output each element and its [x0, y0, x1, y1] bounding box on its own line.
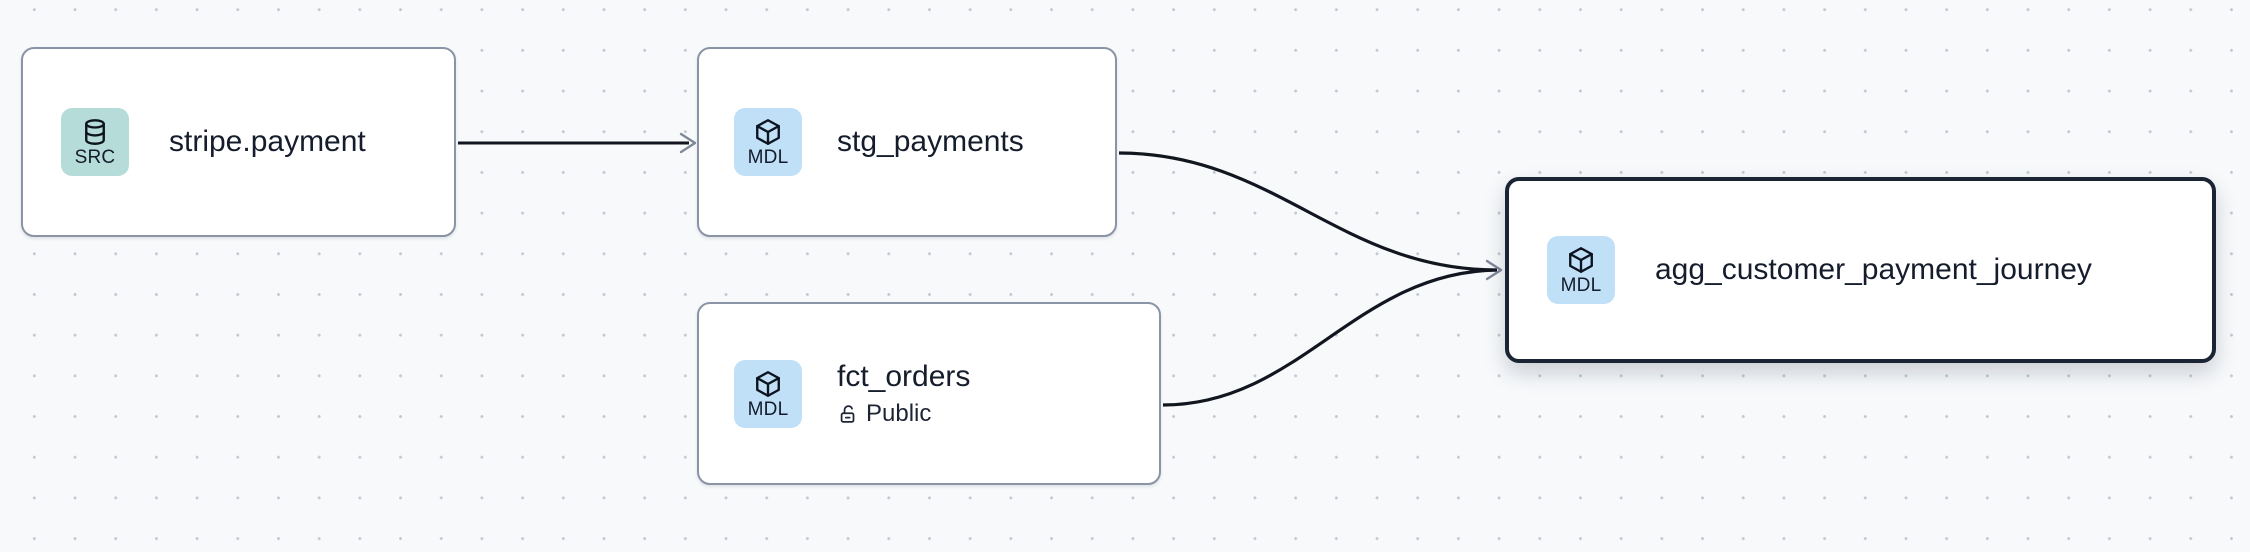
unlock-icon	[837, 403, 859, 425]
edge-stg-to-agg	[1118, 151, 1498, 272]
edge-arrowhead-agg	[1485, 259, 1503, 281]
lineage-node-agg-customer-payment-journey[interactable]: MDL agg_customer_payment_journey	[1505, 177, 2216, 363]
lineage-node-stripe-payment[interactable]: SRC stripe.payment	[21, 47, 456, 237]
node-title: fct_orders	[837, 360, 971, 393]
edge-stripe-to-stg	[458, 132, 697, 154]
node-badge-label: SRC	[74, 147, 116, 168]
node-badge-label: MDL	[1560, 275, 1602, 296]
node-title: stg_payments	[837, 125, 1024, 158]
node-title: agg_customer_payment_journey	[1655, 253, 2092, 286]
cube-icon	[753, 117, 783, 147]
cube-icon	[1566, 245, 1596, 275]
node-title: stripe.payment	[169, 125, 366, 158]
lineage-node-fct-orders[interactable]: MDL fct_orders Public	[697, 302, 1161, 485]
node-badge-mdl: MDL	[734, 359, 802, 428]
node-badge-mdl: MDL	[734, 108, 802, 176]
lineage-node-stg-payments[interactable]: MDL stg_payments	[697, 47, 1117, 237]
node-visibility-badge: Public	[837, 400, 970, 428]
edge-fct-to-agg	[1162, 268, 1498, 407]
node-body: fct_orders Public	[837, 359, 970, 428]
node-body: agg_customer_payment_journey	[1655, 252, 2092, 288]
node-visibility-label: Public	[866, 400, 932, 427]
node-badge-src: SRC	[61, 108, 129, 176]
node-badge-mdl: MDL	[1547, 236, 1615, 304]
cube-icon	[753, 369, 783, 399]
database-icon	[80, 117, 110, 147]
node-body: stg_payments	[837, 124, 1024, 160]
node-badge-label: MDL	[747, 147, 789, 168]
node-badge-label: MDL	[747, 398, 789, 420]
node-body: stripe.payment	[169, 124, 366, 160]
